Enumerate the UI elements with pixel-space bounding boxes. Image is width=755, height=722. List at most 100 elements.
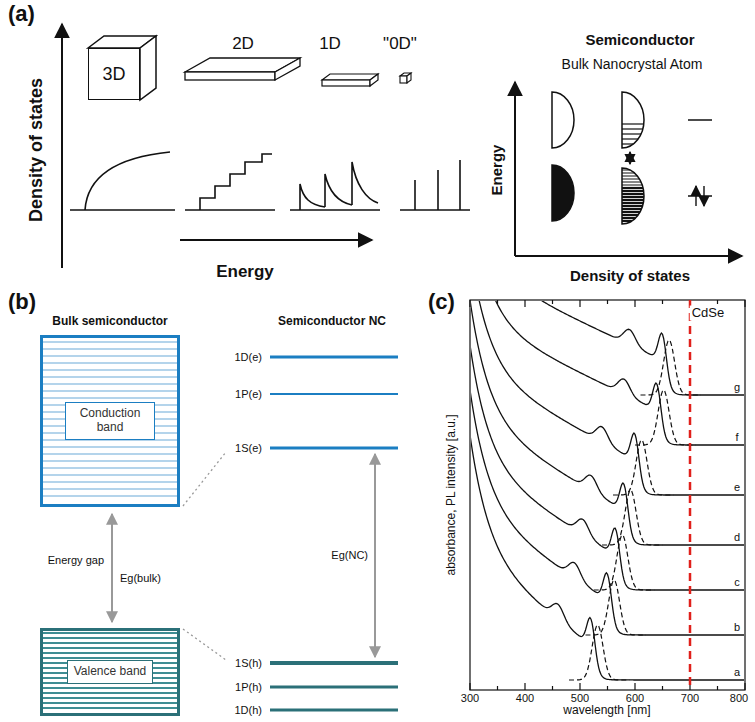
- nc-level: [270, 447, 398, 450]
- band-level: [43, 474, 177, 475]
- band-level: [43, 348, 177, 349]
- spectrum-curve: [471, 301, 744, 445]
- band-level: [43, 369, 177, 370]
- axis-title: wavelength [nm]: [563, 704, 650, 718]
- dos-curve: [70, 152, 470, 210]
- panel-letter: (a): [8, 1, 35, 26]
- curve-label: f: [735, 431, 738, 444]
- axis-title: Energy: [216, 262, 274, 282]
- curve-label: d: [734, 531, 740, 544]
- nc-level: [270, 709, 398, 712]
- heading: Bulk semiconductor: [52, 315, 167, 329]
- plot-frame: [524, 683, 525, 690]
- spectrum-curve: [471, 390, 744, 635]
- discrete-level: [622, 185, 642, 186]
- heading: Semiconductor NC: [278, 315, 386, 329]
- dot-0d: [400, 76, 407, 83]
- axis-title: Energy: [488, 145, 505, 196]
- plot-frame: [579, 300, 580, 307]
- discrete-level: [622, 124, 644, 221]
- dos-curve: [437, 170, 439, 210]
- discrete-level: [622, 217, 636, 219]
- nc-level: [270, 357, 398, 710]
- discrete-level: [622, 187, 643, 189]
- band-shape: [552, 92, 574, 148]
- slab-2d: [275, 58, 300, 80]
- dos-curve: [290, 209, 380, 211]
- band-shape: [622, 168, 644, 224]
- discrete-level: [622, 123, 644, 124]
- level-label: 1P(e): [235, 388, 262, 401]
- transition-arrow: [703, 186, 704, 206]
- discrete-level: [622, 193, 644, 195]
- band-level: [43, 460, 177, 461]
- spectrum-curve: [471, 301, 744, 545]
- curve-label: e: [734, 481, 740, 494]
- spectrum-curve: [586, 580, 647, 635]
- axis-arrow: [515, 255, 742, 257]
- nc-level: [270, 661, 398, 665]
- band-level: [43, 657, 177, 659]
- tick-label: 400: [516, 692, 534, 705]
- gap-label: Eg(bulk): [120, 572, 161, 585]
- band-level: [43, 687, 177, 689]
- plot-frame: [662, 300, 663, 304]
- dos-curve: [200, 154, 272, 210]
- band-shape: [688, 119, 712, 121]
- panel-letter: (c): [428, 289, 455, 314]
- discrete-level: [622, 220, 632, 222]
- band-level: [43, 446, 177, 447]
- band-level: [43, 495, 177, 496]
- transition-arrow: [695, 186, 696, 206]
- tick-label: 300: [461, 692, 479, 705]
- spectrum-curve: [471, 301, 744, 680]
- band-level: [43, 453, 177, 454]
- curve-label: g: [734, 381, 740, 394]
- plot-frame: [607, 686, 608, 690]
- discrete-level: [622, 182, 641, 183]
- dos-curve: [459, 160, 461, 210]
- rod-1d: [322, 74, 378, 80]
- cube-3d: [140, 36, 156, 100]
- panel-letter: (b): [8, 289, 36, 314]
- band-level: [43, 707, 177, 709]
- band-level: [43, 697, 177, 699]
- curve-label: c: [734, 576, 740, 589]
- spectrum-curve: [471, 301, 744, 495]
- dot-0d: [400, 73, 411, 83]
- dimension-label: "0D": [383, 34, 417, 54]
- gap-label: Eg(NC): [331, 549, 368, 562]
- gap-arrow: [111, 514, 113, 622]
- spectrum-curve: [635, 390, 696, 445]
- rod-1d: [322, 74, 378, 86]
- level-label: 1S(e): [235, 442, 262, 455]
- dot-0d: [407, 73, 411, 83]
- discrete-level: [622, 205, 643, 207]
- discrete-level: [622, 179, 639, 180]
- band-level: [43, 632, 177, 634]
- curve-label: a: [734, 666, 740, 679]
- discrete-level: [622, 196, 644, 198]
- band-level: [43, 481, 177, 482]
- band-level: [43, 362, 177, 363]
- plot-frame: [662, 686, 663, 690]
- guide-line: [183, 629, 226, 660]
- level-label: 1S(h): [235, 657, 262, 670]
- discrete-level: [622, 176, 637, 177]
- gap-arrow: [374, 454, 376, 657]
- rod-1d: [370, 74, 378, 86]
- slab-2d: [185, 72, 275, 80]
- band-level: [43, 467, 177, 468]
- node-text: 3D: [102, 64, 125, 85]
- tick-label: 600: [626, 692, 644, 705]
- discrete-level: [622, 143, 633, 144]
- reference-line: [689, 300, 692, 690]
- plot-frame: [634, 300, 635, 307]
- band-box: Conduction band: [40, 335, 180, 507]
- tick-label: 500: [571, 692, 589, 705]
- heading: Semiconductor: [585, 31, 694, 48]
- guide-line: [183, 452, 226, 660]
- discrete-level: [622, 214, 638, 216]
- spectrum-curve: [641, 340, 702, 395]
